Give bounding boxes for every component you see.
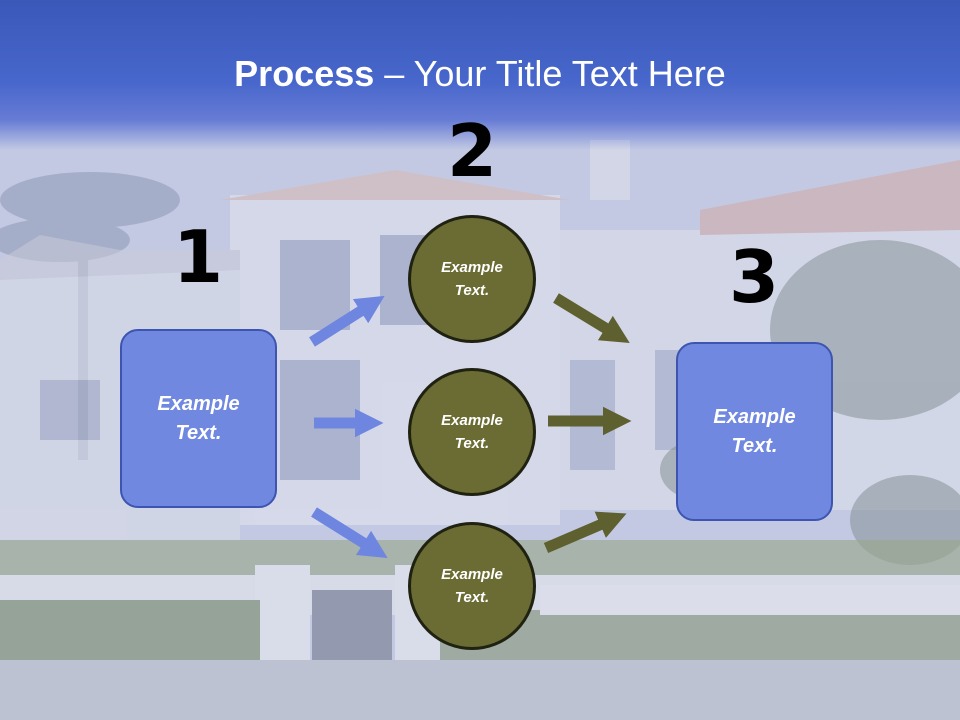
arrow-2c-to-3 [543, 511, 627, 554]
step-2-item-3: Example Text. [441, 566, 503, 606]
arrow-2a-to-3 [553, 293, 630, 343]
step-2-item-1: Example Text. [441, 259, 503, 299]
title-bold: Process [234, 53, 375, 94]
step-number-2: 2 [446, 109, 498, 193]
step-1-box: Example Text. [120, 329, 277, 508]
step-2-item-2: Example Text. [441, 412, 503, 452]
step-2-circle-top: Example Text. [408, 215, 536, 343]
step-number-1: 1 [172, 215, 224, 299]
step-1-label: Example Text. [157, 392, 240, 444]
title-rest: – Your Title Text Here [374, 53, 726, 94]
step-number-3: 3 [728, 235, 780, 319]
step-3-box: Example Text. [676, 342, 833, 521]
slide-title: Process – Your Title Text Here [0, 52, 960, 96]
step-2-circle-middle: Example Text. [408, 368, 536, 496]
arrow-1-to-2c [311, 507, 388, 559]
title-band [0, 0, 960, 150]
arrow-1-to-2a [309, 295, 385, 347]
step-2-circle-bottom: Example Text. [408, 522, 536, 650]
step-3-label: Example Text. [713, 405, 796, 457]
